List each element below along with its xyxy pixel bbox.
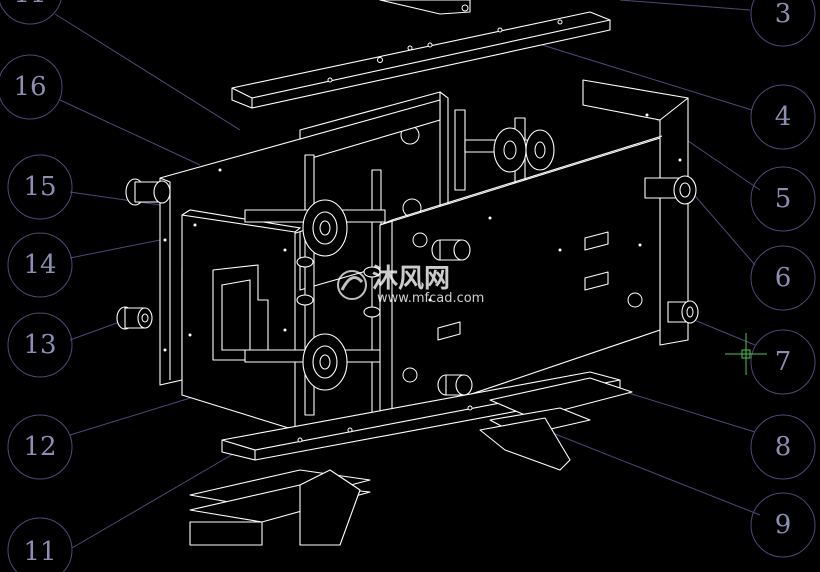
balloon-label: 13	[23, 330, 56, 360]
bushing-front-b	[437, 374, 473, 396]
balloon-label: 14	[23, 250, 56, 280]
bearing-6	[644, 175, 697, 205]
bushing-front-a	[431, 239, 471, 261]
balloon-13: 13	[7, 312, 73, 378]
balloon-label: 6	[775, 263, 792, 293]
watermark-chinese: 沐风网	[372, 264, 450, 294]
balloon-label: 16	[13, 72, 46, 102]
balloon-8: 8	[750, 414, 816, 480]
balloon-15: 15	[7, 154, 73, 220]
bushing-7	[667, 300, 699, 324]
bearing-15	[125, 178, 171, 206]
right-front-plate	[379, 135, 663, 426]
watermark: 沐风网 www.mfcad.com	[337, 264, 484, 306]
top-plate	[231, 0, 611, 109]
balloon-label: 9	[775, 510, 792, 540]
watermark-url: www.mfcad.com	[377, 291, 484, 306]
crosshair-cursor-icon	[725, 333, 767, 375]
balloon-7: 7	[750, 329, 816, 395]
balloon-3: 3	[750, 0, 816, 47]
balloon-label: 4	[775, 102, 792, 132]
balloon-label: 12	[23, 432, 56, 462]
balloon-14: 14	[7, 232, 73, 298]
balloon-5: 5	[750, 166, 816, 232]
balloon-4: 4	[750, 84, 816, 150]
balloon-label: 3	[775, 0, 792, 29]
balloon-label: 7	[775, 347, 792, 377]
balloon-label: 15	[23, 172, 56, 202]
watermark-logo-icon	[337, 270, 367, 300]
foot-bracket-right	[479, 377, 633, 471]
bushing-13	[116, 306, 153, 330]
balloon-12: 12	[7, 414, 73, 480]
balloon-11: 11	[7, 517, 73, 572]
inner-left-plate	[181, 209, 302, 431]
balloon-label: 11	[23, 537, 56, 567]
balloon-label: 11	[13, 0, 46, 9]
balloon-11-top: 11	[0, 0, 62, 25]
balloon-6: 6	[750, 245, 816, 311]
balloon-label: 8	[775, 432, 792, 462]
balloon-16: 16	[0, 54, 63, 120]
balloon-9: 9	[750, 492, 816, 558]
balloon-label: 5	[775, 184, 792, 214]
foot-bracket-left	[189, 469, 371, 546]
rear-shaft-assembly	[454, 109, 555, 191]
